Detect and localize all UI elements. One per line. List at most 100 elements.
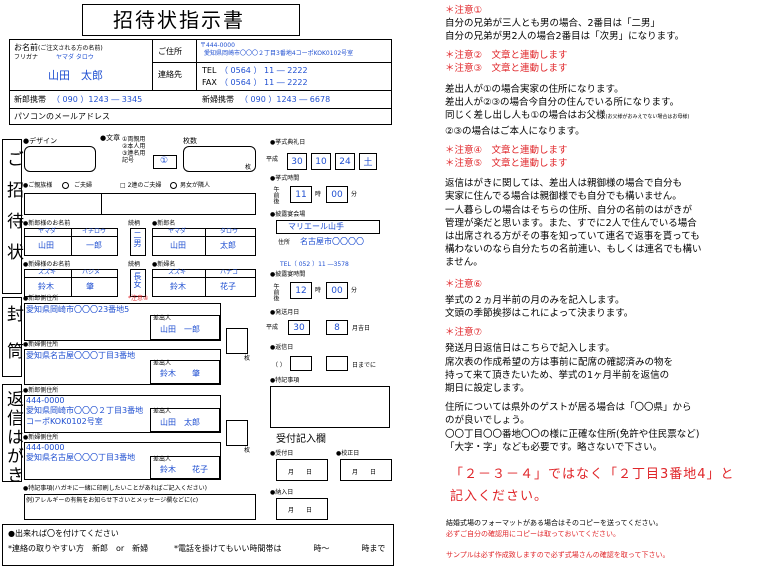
- env-bride-addr: 愛知県名古屋〇〇〇丁目3番地: [26, 351, 136, 360]
- env-groom-addr: 愛知県岡崎市〇〇〇23番地5: [26, 305, 130, 314]
- ret-groom-sender: 山田 太郎: [160, 418, 200, 427]
- sample-red: サンプルは必ず作成致しますので必ず式場さんの確認を取って下さい。: [446, 551, 670, 559]
- side-invite: [2, 139, 22, 294]
- venue-label: ●披露宴会場: [270, 211, 306, 218]
- reply-label: ●返信日: [270, 344, 294, 351]
- count-label: 枚数: [183, 137, 197, 145]
- address-postal: 〒444-0000: [200, 42, 235, 49]
- bride-name-1: 鈴木: [170, 282, 186, 291]
- bride-mobile: （ 090 ）1243 ― 6678: [240, 95, 331, 104]
- special-label: ●特記事項: [270, 377, 300, 384]
- guest-type-box[interactable]: [24, 193, 256, 215]
- groom-name-2: 太郎: [220, 241, 236, 250]
- bride-label: ●新婦名: [152, 261, 176, 268]
- weekday-box[interactable]: 土: [359, 153, 377, 170]
- ret-groom-addr2: コーポKOK0102号室: [26, 417, 103, 426]
- era: 平成: [266, 156, 279, 163]
- env-bride-label: ●新婦側住所: [23, 341, 59, 348]
- receipt-2: ●校正日: [336, 450, 360, 457]
- wording-opt-1: ①両親用: [122, 136, 146, 143]
- receipt-title: 受付記入欄: [276, 434, 326, 445]
- ceremony-time-label: ●挙式時間: [270, 175, 300, 182]
- bride-box[interactable]: [152, 269, 256, 297]
- wording-code: ①: [160, 156, 169, 166]
- remarks-box[interactable]: [24, 494, 256, 520]
- note6-title: ＊注意⑥: [445, 278, 483, 290]
- wording-opt-3: ③連名用: [122, 150, 146, 157]
- side-envelope-label: 封筒: [3, 305, 23, 379]
- bottom-box: [2, 524, 394, 566]
- month-box[interactable]: 10: [311, 153, 331, 170]
- reception-min[interactable]: 00: [326, 282, 348, 299]
- groom-box[interactable]: [152, 228, 256, 256]
- guest-type-1: ●ご親族様: [23, 182, 53, 189]
- env-bride-sender-label: 差出人: [153, 360, 172, 367]
- wording-label: ●文章: [100, 134, 121, 142]
- ret-bride-postal: 444-0000: [26, 443, 65, 452]
- fax-label: FAX: [202, 78, 217, 87]
- guest-type-3: □ 2連のご夫婦: [120, 182, 162, 189]
- page-title: 招待状指示書: [113, 8, 245, 32]
- groom-parent-furi-2: イチロウ: [82, 228, 107, 235]
- ampm-2: 午前後: [272, 283, 279, 301]
- bride-furi-1: スズキ: [168, 269, 187, 276]
- side-reply-label: 返信はがき: [3, 390, 23, 485]
- receipt-3: ●納入日: [270, 489, 294, 496]
- special-box[interactable]: [270, 386, 390, 428]
- bottom-note: ●出来れば〇を付けてください: [8, 529, 119, 538]
- bottom-contact: *連絡の取りやすい方 新郎 or 新婦: [8, 544, 149, 553]
- big-red-2: 記入ください。: [450, 489, 549, 504]
- year-box[interactable]: 30: [287, 153, 307, 170]
- venue-addr-label: 住所: [278, 239, 291, 246]
- bride-relation-box[interactable]: [130, 269, 146, 297]
- furigana-label: フリガナ: [14, 54, 39, 61]
- side-invite-label: ご招待状: [3, 150, 23, 274]
- count-box[interactable]: [183, 146, 256, 172]
- bride-parent-name-2: 肇: [86, 282, 94, 291]
- env-groom-box[interactable]: [24, 303, 221, 341]
- bride-parent-label: ●新婦様のお名前: [23, 261, 71, 268]
- send-month[interactable]: 8: [326, 320, 348, 335]
- ret-bride-box[interactable]: [24, 442, 221, 480]
- design-box[interactable]: [24, 146, 96, 172]
- design-label: ●デザイン: [23, 137, 58, 145]
- bride-parent-furi-1: スズキ: [38, 269, 57, 276]
- groom-relation-label: 続柄: [128, 220, 141, 227]
- bride-name-2: 花子: [220, 282, 236, 291]
- env-bride-sender: 鈴木 肇: [160, 369, 200, 378]
- ceremony-hour[interactable]: 11: [290, 186, 312, 203]
- env-groom-label: ●新郎側住所: [23, 295, 59, 302]
- venue-box[interactable]: [276, 220, 380, 234]
- day-box[interactable]: 24: [335, 153, 355, 170]
- side-envelope: [2, 297, 22, 377]
- address-label: ご住所: [158, 47, 182, 56]
- wording-code-box[interactable]: [153, 155, 177, 169]
- wording-opt-2: ②本人用: [122, 143, 146, 150]
- bottom-time: *電話を掛けてもいい時間帯は 時〜 時まで: [174, 544, 386, 553]
- ret-groom-addr1: 愛知県岡崎市〇〇〇２丁目3番地: [26, 406, 144, 415]
- count-unit: 枚: [245, 164, 252, 171]
- groom-parent-name-2: 一郎: [86, 241, 102, 250]
- send-year[interactable]: 30: [288, 320, 310, 335]
- groom-mobile: （ 090 ）1243 ― 3345: [52, 95, 143, 104]
- wording-code-label: 記号: [122, 157, 135, 164]
- ret-groom-postal: 444-0000: [26, 396, 65, 405]
- env-bride-box[interactable]: [24, 349, 221, 385]
- groom-name-1: 山田: [170, 241, 186, 250]
- bride-furi-2: ハナコ: [220, 269, 239, 276]
- bride-mobile-label: 新婦携帯: [202, 95, 234, 104]
- ret-groom-sender-label: 差出人: [153, 408, 172, 415]
- groom-mobile-label: 新郎携帯: [14, 95, 46, 104]
- bride-relation-label: 続柄: [128, 261, 141, 268]
- format-red: 必ずご自分の確認用にコピーは取っておいてください。: [446, 530, 621, 538]
- groom-relation-box[interactable]: [130, 228, 146, 256]
- venue: マリエール山手: [288, 222, 344, 231]
- ceremony-min[interactable]: 00: [326, 186, 348, 203]
- reception-hour[interactable]: 12: [290, 282, 312, 299]
- email-label: パソコンのメールアドレス: [14, 112, 110, 121]
- venue-addr: 名古屋市〇〇〇〇: [300, 237, 364, 246]
- note5-title: ＊注意⑤ 文章と連動します: [445, 158, 568, 170]
- ret-bride-label: ●新婦側住所: [23, 434, 59, 441]
- ret-groom-box[interactable]: [24, 395, 221, 433]
- big-red-1: 「２－３－４」ではなく「２丁目3番地4」と: [450, 467, 735, 482]
